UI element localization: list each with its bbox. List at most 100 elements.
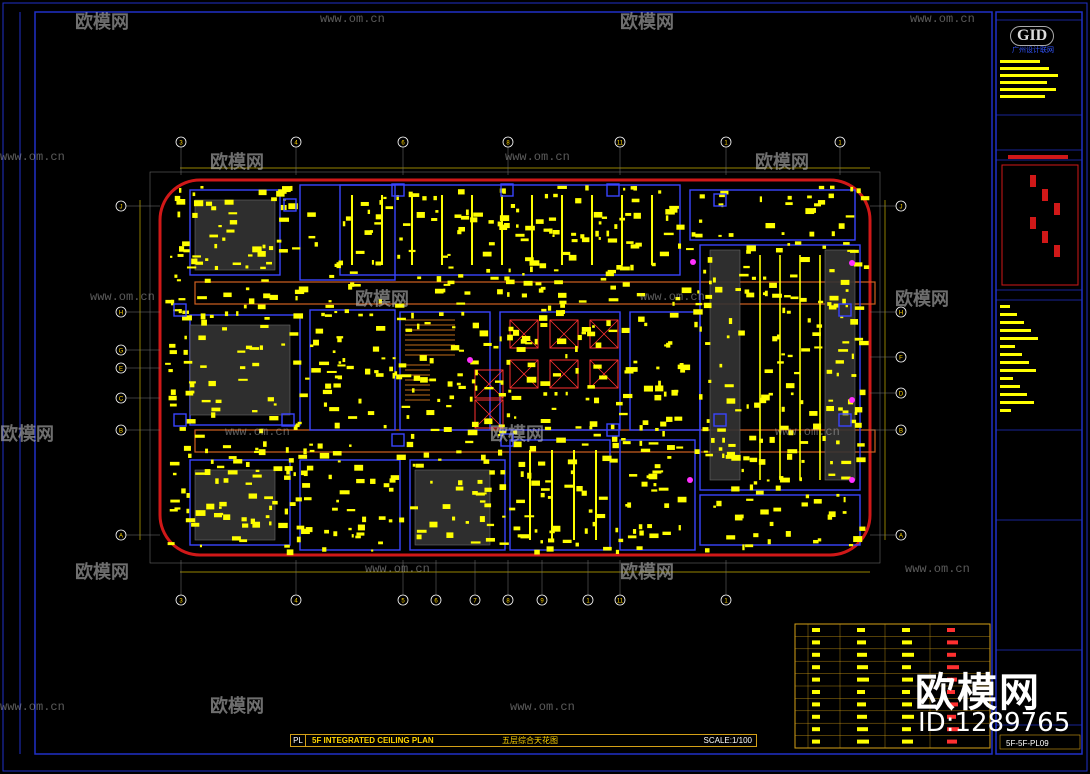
- light-fixture: [446, 532, 454, 538]
- light-fixture: [436, 276, 442, 282]
- light-fixture: [651, 489, 658, 492]
- light-fixture: [245, 345, 253, 350]
- light-fixture: [389, 478, 396, 483]
- light-fixture: [321, 312, 325, 317]
- light-fixture: [786, 310, 791, 314]
- light-fixture: [458, 349, 465, 352]
- light-fixture: [308, 235, 316, 239]
- grid-right-circle: [895, 529, 907, 541]
- legend-symbol: [857, 739, 869, 744]
- light-fixture: [506, 359, 511, 365]
- light-fixture: [485, 537, 495, 542]
- light-fixture: [484, 418, 493, 425]
- dimension-lines: [139, 167, 886, 573]
- light-fixture: [653, 483, 657, 487]
- light-fixture: [364, 230, 372, 235]
- light-fixture: [706, 419, 710, 423]
- sprinkler-symbol: [467, 357, 473, 363]
- light-fixture: [282, 186, 291, 193]
- light-fixture: [248, 298, 255, 304]
- light-fixture: [731, 486, 740, 492]
- light-fixture: [448, 266, 454, 269]
- light-fixture: [805, 494, 810, 499]
- light-fixture: [303, 497, 312, 501]
- light-fixture: [543, 392, 548, 396]
- light-fixture: [654, 464, 661, 469]
- light-fixture: [479, 516, 485, 523]
- light-fixture: [768, 392, 773, 396]
- light-fixture: [769, 282, 777, 288]
- light-fixture: [644, 322, 648, 327]
- watermark-text: 欧模网: [755, 152, 809, 173]
- light-fixture: [521, 293, 527, 298]
- light-fixture: [621, 438, 626, 441]
- light-fixture: [262, 244, 266, 249]
- light-fixture: [538, 315, 548, 321]
- light-fixture: [787, 243, 791, 246]
- light-fixture: [422, 196, 427, 201]
- light-fixture: [575, 426, 582, 429]
- light-fixture: [289, 502, 296, 507]
- light-fixture: [372, 346, 380, 352]
- light-fixture: [226, 229, 235, 233]
- watermark-text: 欧模网: [620, 12, 674, 33]
- watermark-url: www.om.cn: [365, 562, 430, 576]
- light-fixture: [511, 395, 522, 400]
- light-fixture: [675, 297, 681, 301]
- light-fixture: [296, 536, 301, 543]
- light-fixture: [766, 479, 770, 482]
- light-fixture: [227, 470, 238, 475]
- light-fixture: [522, 273, 525, 276]
- watermark-url: www.om.cn: [640, 290, 705, 304]
- legend-symbol: [902, 714, 914, 719]
- column: [500, 433, 514, 447]
- light-fixture: [836, 440, 840, 445]
- light-fixture: [830, 460, 833, 465]
- sprinkler-symbol: [849, 397, 855, 403]
- grid-left-label: C: [119, 397, 124, 403]
- light-fixture: [229, 220, 238, 225]
- light-fixture: [520, 238, 529, 242]
- light-fixture: [488, 242, 495, 246]
- building-outline: [158, 178, 872, 557]
- watermark-text: 欧模网: [75, 562, 129, 583]
- light-fixture: [543, 228, 552, 232]
- grid-bottom-circle: [290, 594, 302, 606]
- light-fixture: [482, 251, 492, 257]
- light-fixture: [619, 412, 628, 416]
- lift-cross: [589, 319, 619, 349]
- light-fixture: [209, 314, 214, 319]
- light-fixture: [856, 457, 866, 463]
- light-fixture: [719, 193, 725, 198]
- light-fixture: [188, 381, 196, 384]
- light-fixture: [499, 484, 507, 490]
- light-fixture: [630, 186, 637, 190]
- light-fixture: [627, 535, 637, 539]
- light-fixture: [739, 273, 749, 277]
- light-fixture: [731, 454, 741, 461]
- legend-symbol: [902, 652, 914, 657]
- light-fixture: [255, 447, 259, 451]
- light-fixture: [842, 410, 849, 416]
- light-fixture: [633, 212, 641, 219]
- light-fixture: [547, 495, 551, 499]
- light-fixture: [165, 299, 174, 304]
- light-fixture: [228, 456, 237, 459]
- light-fixture: [535, 282, 542, 286]
- legend-symbol: [812, 652, 820, 657]
- sheet-number: 5F-5F-PL09: [1006, 739, 1049, 748]
- light-fixture: [288, 203, 298, 210]
- light-fixture: [490, 276, 499, 280]
- light-fixture: [465, 209, 469, 216]
- grid-left-circle: [115, 424, 127, 436]
- light-fixture: [850, 419, 857, 424]
- light-fixture: [205, 201, 213, 206]
- light-fixture: [278, 249, 288, 253]
- light-fixture: [430, 480, 433, 484]
- light-fixture: [181, 488, 186, 494]
- light-fixture: [705, 294, 713, 299]
- light-fixture: [655, 427, 659, 431]
- light-fixture: [525, 342, 533, 345]
- light-fixture: [659, 251, 670, 257]
- light-fixture: [350, 282, 355, 287]
